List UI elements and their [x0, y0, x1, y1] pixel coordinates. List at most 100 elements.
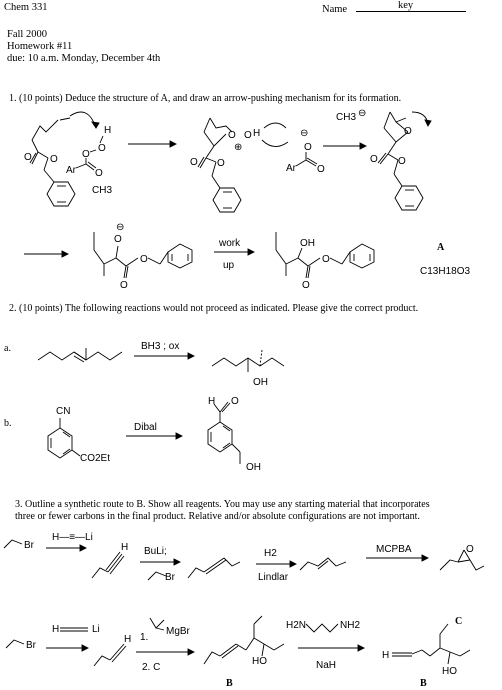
q3r2-diamine-h2n: H2N [286, 620, 306, 631]
q3r1-br: Br [24, 540, 35, 551]
q1-peracid: H O O Ar O CH3 [66, 125, 112, 196]
q2b-sm-ester: CO2Et [80, 453, 110, 464]
q1-arrowhead-1 [91, 121, 100, 129]
q3r1-triple-1 [107, 553, 123, 573]
q3r1-label-c: C [455, 616, 462, 627]
q1-curved-arrow-2 [263, 122, 287, 129]
q1-peracid-o1: O [98, 143, 106, 154]
q2b-label: b. [4, 418, 12, 429]
q2a-arrowhead [187, 352, 196, 360]
q1-int-o2: O [244, 130, 252, 141]
q1-peracid-ar: Ar [66, 165, 77, 176]
q3r1-hexyne-triple [203, 557, 225, 573]
q1-alcohol-oh: OH [300, 238, 315, 249]
q3r2-grignard-bond [155, 627, 165, 631]
q1-sm-carbonyl-o: O [24, 152, 32, 163]
q1-alkoxide-product: O ⊖ O O [93, 222, 193, 291]
q3r2-h: H [52, 624, 59, 635]
q1-starting-ester: O O [24, 117, 76, 207]
q2a-reagent: BH3 ; ox [141, 341, 179, 352]
q3r1-epoxide-c: O [439, 544, 485, 571]
name-value: key [356, 0, 466, 12]
q3r2-product-ho: HO [442, 666, 457, 677]
q1-intermediate: O O H ⊕ O O [190, 117, 260, 213]
q1-sm-ester-o: O [50, 154, 58, 165]
q1-peracid-h: H [104, 125, 111, 136]
q2b-prod-h: H [208, 396, 215, 407]
q1-alkoxide-ester-o: O [140, 254, 148, 265]
q2b-prod-oh: OH [246, 462, 261, 473]
name-label: Name [322, 4, 348, 15]
q1-ep-carbonyl-o: O [370, 154, 378, 165]
q1-arrowhead-r1 [169, 140, 178, 148]
q1-ch3-minus: ⊖ [358, 108, 366, 119]
question-3-prompt-line2: three or fewer carbons in the final prod… [15, 511, 420, 522]
q1-carboxylate: ⊖ O Ar O [286, 128, 325, 175]
q2b-product: H O OH [207, 396, 261, 473]
q3r1-h-li: H—≡—Li [52, 532, 93, 543]
q3r2-br: Br [26, 640, 37, 651]
q1-alcohol-ester-o: O [322, 254, 330, 265]
q3r1-butyne [91, 567, 109, 579]
q1-alcohol-carbonyl-o: O [302, 280, 310, 291]
q3r2-step1: 1. [140, 632, 148, 643]
q3r2-terminal-h: H [124, 634, 131, 645]
due-date: due: 10 a.m. Monday, December 4th [7, 53, 161, 64]
q3r2-diamine-chain [305, 623, 339, 633]
q1-carboxylate-ar: Ar [286, 163, 297, 174]
q3r1-hexyne [187, 567, 205, 579]
course-label: Chem 331 [4, 2, 48, 13]
q1-carboxylate-minus: ⊖ [300, 128, 308, 139]
q1-carboxylate-o1: O [304, 142, 312, 153]
q3r1-mcpba: MCPBA [376, 544, 412, 555]
q3r1-ethyl-bromide-2 [147, 571, 167, 581]
q3r2-arrowhead-3 [357, 644, 366, 652]
question-1-prompt: 1. (10 points) Deduce the structure of A… [9, 93, 402, 104]
homework-number: Homework #11 [7, 41, 73, 52]
q3r2-product-b: H HO [382, 623, 471, 677]
q1-int-h: H [253, 128, 260, 139]
q3r1-cis-hexene [299, 557, 347, 571]
q3r2-isopropyl [149, 617, 165, 629]
q3r1-br2: Br [165, 572, 176, 583]
q3r2-label-b-2: B [420, 678, 427, 689]
q3r1-ethyl-bromide [3, 539, 23, 549]
q2a-double-bond [73, 351, 87, 361]
q2a-product-oh: OH [253, 377, 268, 388]
q1-carboxylate-o2: O [317, 164, 325, 175]
q1-peracid-o2: O [82, 149, 90, 160]
q1-arrowhead-4 [424, 119, 432, 127]
q3r2-product-h: H [382, 650, 389, 661]
q3r1-buli: BuLi; [144, 546, 167, 557]
q1-alkoxide-minus: ⊖ [116, 222, 124, 233]
q3r1-arrowhead-4 [421, 554, 430, 562]
q1-arrowhead-r2 [359, 142, 368, 150]
q3r1-triple-2 [109, 555, 125, 575]
q1-epoxide-o: O [404, 126, 412, 137]
q3r1-arrowhead-1 [79, 544, 88, 552]
q1-workup-label-2: up [223, 260, 235, 271]
q3r2-triple-2 [111, 645, 127, 663]
q3r1-triple-3 [105, 551, 121, 571]
q3r2-step2: 2. C [142, 662, 160, 673]
q3r2-int-ho: HO [252, 656, 267, 667]
q1-ch3-label: CH3 [92, 185, 112, 196]
q2b-reagent: Dibal [134, 422, 157, 433]
q1-epoxide-ester: CH3 ⊖ O O O [336, 108, 424, 211]
q1-arrowhead-r4 [247, 248, 256, 256]
q2b-starting-nitrile: CN CO2Et [47, 406, 110, 464]
q1-peracid-o3: O [95, 168, 103, 179]
q3r2-triple-1 [109, 643, 125, 661]
q3r2-arrowhead-2 [187, 648, 196, 656]
q1-int-o1: O [228, 130, 236, 141]
semester: Fall 2000 [7, 29, 47, 40]
question-3-prompt-line1: 3. Outline a synthetic route to B. Show … [15, 499, 430, 510]
q1-curved-arrow-3 [261, 139, 289, 147]
q2b-sm-cn: CN [56, 406, 70, 417]
q1-int-carbonyl-o: O [190, 157, 198, 168]
q3r1-arrowhead-3 [289, 560, 298, 568]
q3r1-h2: H2 [264, 548, 277, 559]
q3r2-label-b-1: B [226, 678, 233, 689]
q3r2-intermediate: HO [203, 615, 285, 667]
q1-int-ester-o: O [217, 158, 225, 169]
